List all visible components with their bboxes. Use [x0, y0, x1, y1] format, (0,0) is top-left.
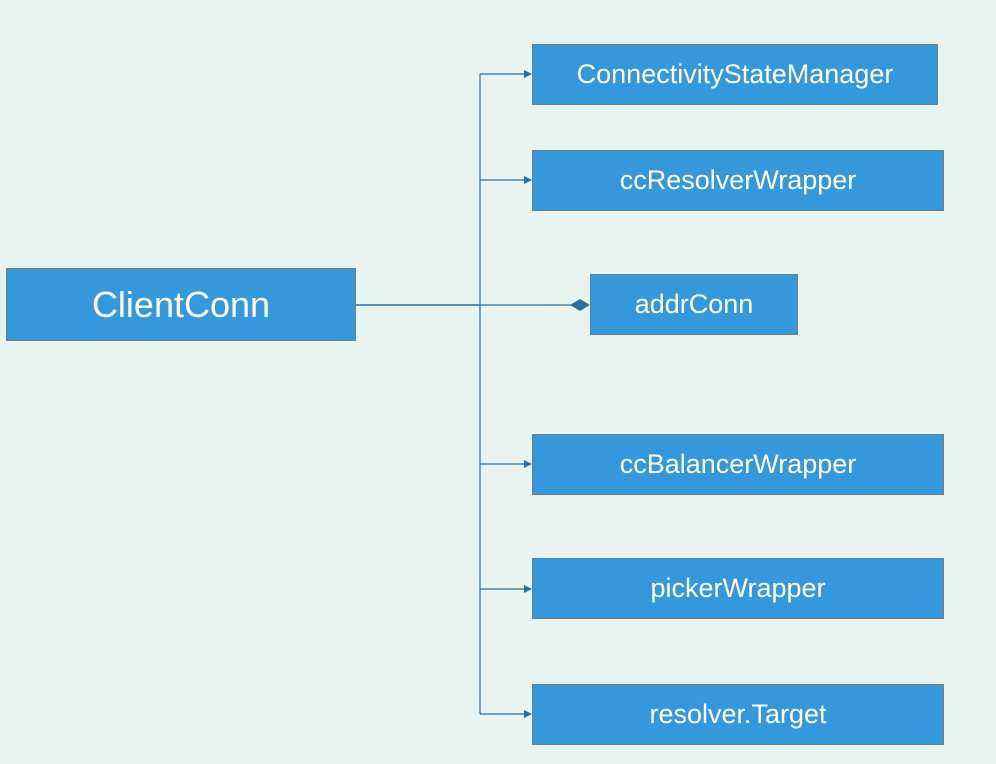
resolver-target-node: resolver.Target: [532, 684, 944, 745]
ccbalancerwrapper-node: ccBalancerWrapper: [532, 434, 944, 495]
clientconn-node: ClientConn: [6, 268, 356, 341]
addrconn-node: addrConn: [590, 274, 798, 335]
connectivitystatemanager-node: ConnectivityStateManager: [532, 44, 938, 105]
ccresolverwrapper-node: ccResolverWrapper: [532, 150, 944, 211]
composition-diamond-icon: [570, 299, 590, 311]
pickerwrapper-node: pickerWrapper: [532, 558, 944, 619]
